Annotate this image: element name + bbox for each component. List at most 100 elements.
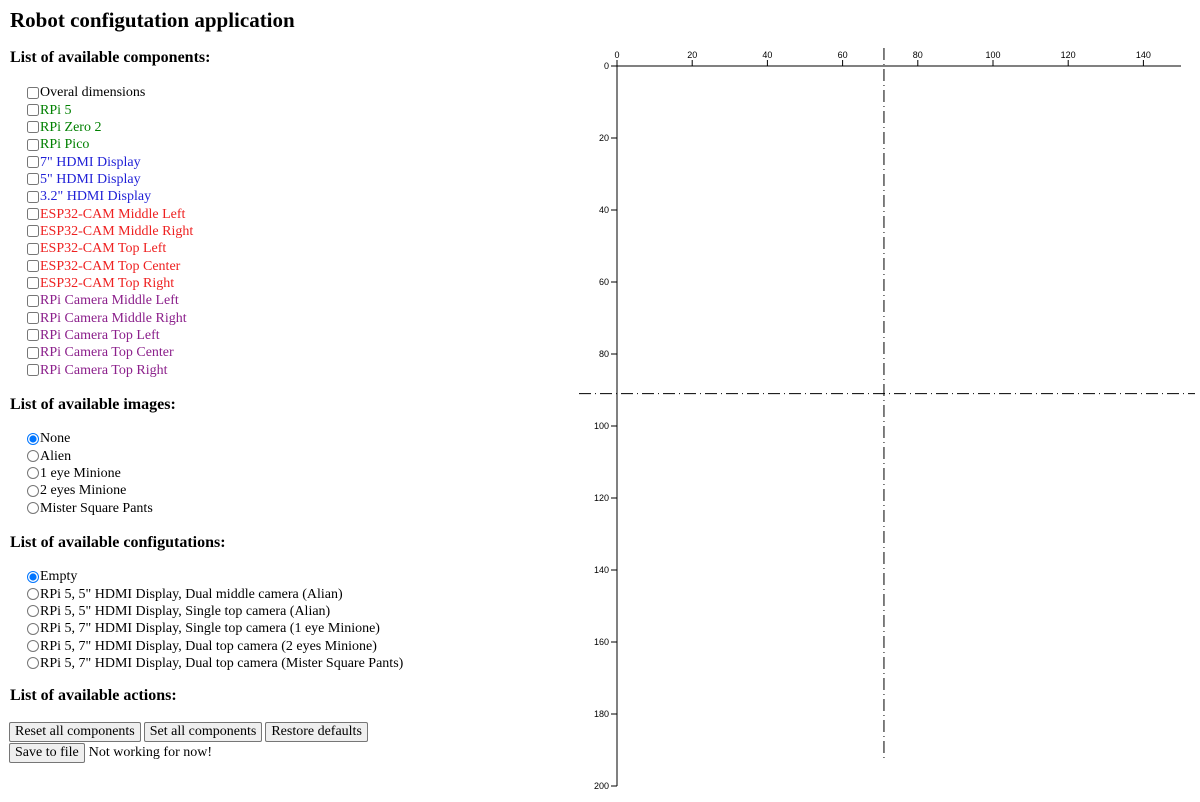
image-option-label[interactable]: Mister Square Pants (40, 500, 153, 516)
configuration-option-item[interactable]: RPi 5, 7" HDMI Display, Single top camer… (27, 620, 403, 637)
component-label[interactable]: RPi Zero 2 (40, 119, 102, 135)
component-label[interactable]: ESP32-CAM Top Left (40, 241, 167, 257)
component-label[interactable]: RPi 5 (40, 102, 72, 118)
image-option-item[interactable]: 1 eye Minione (27, 465, 153, 482)
component-item[interactable]: RPi Zero 2 (27, 119, 193, 136)
image-option-radio[interactable] (27, 467, 39, 480)
component-label[interactable]: 7" HDMI Display (40, 154, 141, 170)
image-option-radio[interactable] (27, 502, 39, 515)
component-item[interactable]: RPi Camera Top Right (27, 362, 193, 379)
component-item[interactable]: 5" HDMI Display (27, 171, 193, 188)
configuration-option-label[interactable]: RPi 5, 5" HDMI Display, Dual middle came… (40, 586, 343, 602)
image-option-item[interactable]: 2 eyes Minione (27, 482, 153, 499)
image-option-item[interactable]: None (27, 430, 153, 447)
component-checkbox[interactable] (27, 121, 39, 134)
save-to-file-button[interactable]: Save to file (9, 743, 85, 763)
component-checkbox[interactable] (27, 242, 39, 255)
restore-defaults-button[interactable]: Restore defaults (265, 722, 368, 742)
component-checkbox[interactable] (27, 173, 39, 186)
configuration-option-label[interactable]: RPi 5, 7" HDMI Display, Dual top camera … (40, 655, 404, 671)
component-item[interactable]: ESP32-CAM Top Right (27, 275, 193, 292)
component-label[interactable]: RPi Camera Top Left (40, 327, 160, 343)
component-item[interactable]: RPi 5 (27, 101, 193, 118)
component-checkbox[interactable] (27, 364, 39, 377)
component-label[interactable]: 3.2" HDMI Display (40, 189, 152, 205)
component-checkbox[interactable] (27, 156, 39, 169)
component-label[interactable]: 5" HDMI Display (40, 171, 141, 187)
component-label[interactable]: RPi Camera Middle Left (40, 293, 179, 309)
configuration-option-label[interactable]: RPi 5, 5" HDMI Display, Single top camer… (40, 603, 331, 619)
component-item[interactable]: RPi Camera Top Center (27, 344, 193, 361)
configuration-option-label[interactable]: Empty (40, 569, 78, 585)
component-item[interactable]: RPi Camera Top Left (27, 327, 193, 344)
configuration-option-item[interactable]: RPi 5, 7" HDMI Display, Dual top camera … (27, 655, 403, 672)
component-label[interactable]: RPi Camera Middle Right (40, 310, 187, 326)
image-option-label[interactable]: None (40, 431, 71, 447)
component-checkbox[interactable] (27, 277, 39, 290)
configuration-option-item[interactable]: RPi 5, 5" HDMI Display, Dual middle came… (27, 585, 403, 602)
y-ruler-tick-label: 60 (599, 277, 609, 287)
component-item[interactable]: ESP32-CAM Middle Right (27, 223, 193, 240)
set-all-components-button[interactable]: Set all components (143, 722, 263, 742)
component-item[interactable]: 7" HDMI Display (27, 153, 193, 170)
component-checkbox[interactable] (27, 329, 39, 342)
component-item[interactable]: RPi Pico (27, 136, 193, 153)
component-label[interactable]: RPi Pico (40, 137, 90, 153)
image-option-item[interactable]: Mister Square Pants (27, 499, 153, 516)
x-ruler-tick-label: 60 (838, 50, 848, 60)
component-item[interactable]: ESP32-CAM Top Center (27, 257, 193, 274)
configuration-option-label[interactable]: RPi 5, 7" HDMI Display, Dual top camera … (40, 638, 377, 654)
component-item[interactable]: Overal dimensions (27, 84, 193, 101)
component-checkbox[interactable] (27, 346, 39, 359)
configuration-option-item[interactable]: RPi 5, 7" HDMI Display, Dual top camera … (27, 637, 403, 654)
component-label[interactable]: Overal dimensions (40, 85, 146, 101)
component-checkbox[interactable] (27, 225, 39, 238)
configuration-option-radio[interactable] (27, 622, 39, 635)
component-item[interactable]: 3.2" HDMI Display (27, 188, 193, 205)
reset-all-components-button[interactable]: Reset all components (9, 722, 141, 742)
component-checkbox[interactable] (27, 138, 39, 151)
component-checkbox[interactable] (27, 312, 39, 325)
component-label[interactable]: RPi Camera Top Right (40, 362, 168, 378)
component-label[interactable]: ESP32-CAM Top Center (40, 258, 181, 274)
y-ruler-tick-label: 40 (599, 205, 609, 215)
y-ruler-tick-label: 160 (594, 637, 609, 647)
configuration-option-label[interactable]: RPi 5, 7" HDMI Display, Single top camer… (40, 621, 380, 637)
image-option-label[interactable]: 2 eyes Minione (40, 483, 127, 499)
component-checkbox[interactable] (27, 260, 39, 273)
component-label[interactable]: ESP32-CAM Middle Left (40, 206, 186, 222)
component-checkbox[interactable] (27, 86, 39, 99)
component-checkbox[interactable] (27, 104, 39, 117)
image-option-item[interactable]: Alien (27, 447, 153, 464)
x-ruler-tick-label: 80 (913, 50, 923, 60)
configuration-option-item[interactable]: Empty (27, 568, 403, 585)
configuration-option-radio[interactable] (27, 588, 39, 601)
x-ruler-tick-label: 140 (1136, 50, 1151, 60)
image-option-radio[interactable] (27, 484, 39, 497)
image-option-label[interactable]: 1 eye Minione (40, 465, 121, 481)
component-label[interactable]: ESP32-CAM Top Right (40, 275, 175, 291)
component-item[interactable]: RPi Camera Middle Right (27, 309, 193, 326)
x-ruler-tick-label: 0 (614, 50, 619, 60)
component-checkbox[interactable] (27, 190, 39, 203)
component-item[interactable]: RPi Camera Middle Left (27, 292, 193, 309)
component-checkbox[interactable] (27, 294, 39, 307)
configuration-option-radio[interactable] (27, 605, 39, 618)
component-label[interactable]: ESP32-CAM Middle Right (40, 223, 194, 239)
component-item[interactable]: ESP32-CAM Top Left (27, 240, 193, 257)
configuration-option-radio[interactable] (27, 657, 39, 670)
image-option-label[interactable]: Alien (40, 448, 72, 464)
app-title: Robot configutation application (10, 8, 295, 32)
x-ruler-tick-label: 120 (1061, 50, 1076, 60)
component-item[interactable]: ESP32-CAM Middle Left (27, 205, 193, 222)
component-label[interactable]: RPi Camera Top Center (40, 345, 174, 361)
configuration-option-item[interactable]: RPi 5, 5" HDMI Display, Single top camer… (27, 603, 403, 620)
configuration-option-radio[interactable] (27, 640, 39, 653)
image-option-radio[interactable] (27, 450, 39, 463)
component-checkbox[interactable] (27, 208, 39, 221)
image-option-radio[interactable] (27, 432, 39, 445)
configuration-option-radio[interactable] (27, 570, 39, 583)
